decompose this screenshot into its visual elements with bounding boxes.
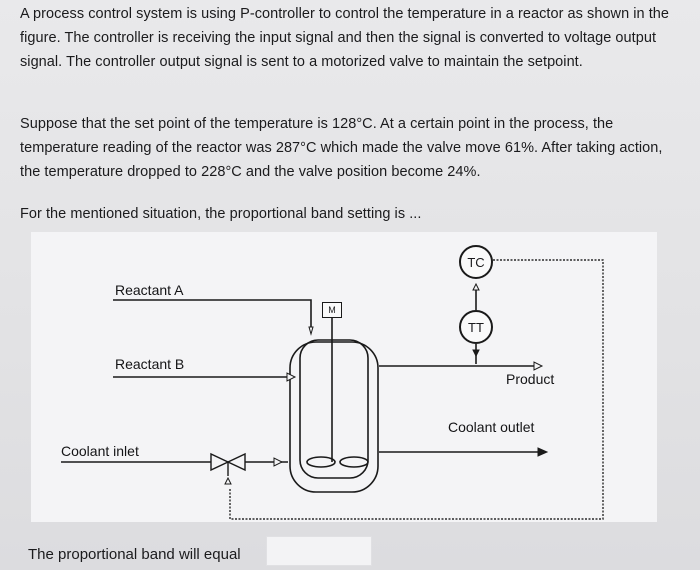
reactant-a-label: Reactant A (115, 282, 184, 298)
reactant-a-line (113, 299, 312, 327)
coolant-outlet-label: Coolant outlet (448, 419, 535, 435)
agitator-blade-right (339, 456, 369, 468)
agitator-blade-left (306, 456, 336, 468)
reactant-b-label: Reactant B (115, 356, 185, 372)
reactor-vessel (299, 339, 369, 479)
diagram-lines (61, 259, 604, 520)
problem-intro-paragraph: A process control system is using P-cont… (20, 6, 670, 70)
product-label: Product (506, 371, 555, 387)
agitator-motor: M (322, 302, 342, 318)
answer-prompt: The proportional band will equal (28, 546, 241, 563)
control-valve (210, 452, 246, 476)
temperature-controller-tc: TC (459, 245, 493, 279)
temperature-transmitter-tt: TT (459, 310, 493, 344)
signal-line-tc-to-valve (229, 259, 604, 520)
reactor-control-diagram: Reactant A Reactant B Coolant inlet Prod… (31, 232, 657, 522)
coolant-inlet-label: Coolant inlet (61, 443, 139, 459)
question-prompt-paragraph: For the mentioned situation, the proport… (20, 206, 422, 222)
problem-data-paragraph: Suppose that the set point of the temper… (20, 116, 663, 180)
answer-input-box[interactable] (266, 536, 372, 566)
reactor-jacket (289, 341, 379, 493)
